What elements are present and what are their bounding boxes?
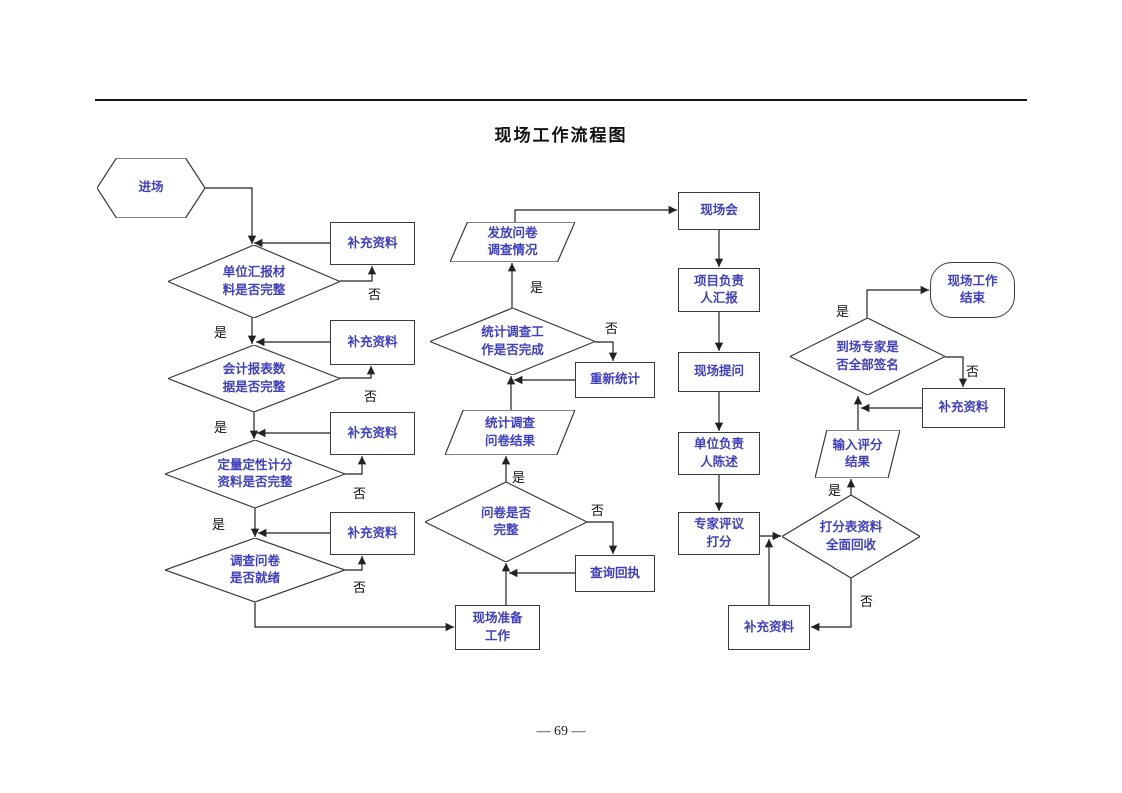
page-title: 现场工作流程图 [494, 126, 628, 145]
decision-unit-report-materials-complete: 单位汇报材 料是否完整 [168, 245, 340, 318]
decision-scoring-materials-complete: 定量定性计分 资料是否完整 [165, 440, 345, 508]
node-tally-questionnaire-results: 统计调查 问卷结果 [445, 410, 575, 455]
parallelogram-shape [815, 430, 900, 478]
edge-label-no: 否 [605, 321, 619, 336]
node-label: 现场工作 结束 [947, 273, 998, 306]
node-label: 补充资料 [347, 235, 398, 250]
decision-questionnaire-complete: 问卷是否 完整 [425, 482, 587, 562]
decision-score-sheets-collected: 打分表资料 全面回收 [782, 495, 920, 578]
node-site-questions: 现场提问 [678, 352, 760, 392]
node-supplement-materials-6: 补充资料 [922, 388, 1005, 428]
edge-label-no: 否 [364, 389, 378, 404]
node-site-preparation: 现场准备 工作 [455, 605, 540, 650]
node-label: 补充资料 [347, 425, 398, 440]
node-recount: 重新统计 [575, 362, 655, 398]
header-rule [95, 99, 1027, 101]
node-label: 单位汇报材 料是否完整 [222, 265, 286, 297]
diamond-shape [168, 345, 340, 412]
edge-label-no: 否 [353, 486, 367, 501]
edge-label-yes: 是 [828, 483, 842, 498]
edge-label-yes: 是 [214, 325, 228, 340]
diamond-shape [430, 308, 595, 375]
edge-label-no: 否 [353, 580, 367, 595]
diamond-shape [168, 245, 340, 318]
edge-label-no: 否 [966, 364, 980, 379]
node-expert-review-scoring: 专家评议 打分 [678, 512, 760, 555]
node-label: 现场提问 [693, 364, 744, 379]
node-label: 查询回执 [589, 565, 640, 580]
node-distribute-questionnaire-status: 发放问卷 调查情况 [450, 222, 575, 262]
node-unit-leader-statement: 单位负责 人陈述 [678, 432, 760, 475]
node-query-receipt: 查询回执 [575, 555, 655, 592]
diamond-shape [425, 482, 587, 562]
node-label: 项目负责 人汇报 [693, 273, 744, 306]
page-number: — 69 — [536, 724, 586, 739]
node-enter-site: 进场 [97, 158, 205, 218]
diamond-shape [782, 495, 920, 578]
node-label: 补充资料 [347, 334, 398, 349]
node-input-score-results: 输入评分 结果 [815, 430, 900, 478]
node-site-meeting: 现场会 [678, 192, 760, 230]
edge-label-yes: 是 [512, 470, 526, 485]
edge-label-yes: 是 [530, 280, 544, 295]
edge-label-no: 否 [368, 287, 382, 302]
diamond-shape [165, 538, 345, 602]
decision-questionnaire-ready: 调查问卷 是否就绪 [165, 538, 345, 602]
node-label: 调查问卷 是否就绪 [229, 553, 280, 586]
node-label: 现场准备 工作 [472, 611, 523, 643]
node-site-work-end: 现场工作 结束 [930, 262, 1015, 318]
edge-label-yes: 是 [836, 304, 850, 319]
node-supplement-materials-3: 补充资料 [330, 412, 415, 455]
decision-accounting-data-complete: 会计报表数 据是否完整 [168, 345, 340, 412]
node-label: 补充资料 [938, 400, 989, 415]
hexagon-shape [97, 158, 205, 218]
node-label: 输入评分 结果 [832, 437, 883, 470]
node-label: 补充资料 [347, 525, 398, 540]
edge-label-yes: 是 [214, 420, 228, 435]
node-label: 到场专家是 否全部签名 [836, 340, 899, 372]
node-label: 统计调查 问卷结果 [484, 416, 535, 448]
node-label: 发放问卷 调查情况 [487, 225, 538, 258]
decision-experts-all-signed: 到场专家是 否全部签名 [790, 318, 945, 395]
edge-label-no: 否 [591, 503, 605, 518]
decision-survey-work-done: 统计调查工 作是否完成 [430, 308, 595, 375]
node-label: 单位负责 人陈述 [693, 437, 744, 469]
node-label: 补充资料 [743, 619, 794, 634]
node-label: 重新统计 [589, 372, 640, 387]
node-project-leader-report: 项目负责 人汇报 [678, 268, 760, 312]
node-label: 进场 [138, 180, 164, 195]
edge-label-yes: 是 [212, 517, 226, 532]
node-label: 打分表资料 全面回收 [819, 520, 883, 552]
node-label: 定量定性计分 资料是否完整 [217, 457, 293, 490]
parallelogram-shape [450, 222, 575, 262]
node-label: 专家评议 打分 [693, 517, 744, 549]
node-label: 现场会 [700, 203, 738, 218]
edge-label-no: 否 [860, 594, 874, 609]
node-label: 问卷是否 完整 [480, 505, 531, 538]
node-supplement-materials-1: 补充资料 [330, 222, 415, 265]
node-supplement-materials-5: 补充资料 [728, 605, 810, 650]
diamond-shape [165, 440, 345, 508]
node-label: 统计调查工 作是否完成 [481, 325, 544, 357]
diamond-shape [790, 318, 945, 395]
node-supplement-materials-2: 补充资料 [330, 320, 415, 365]
node-supplement-materials-4: 补充资料 [330, 512, 415, 555]
parallelogram-shape [445, 410, 575, 455]
node-label: 会计报表数 据是否完整 [222, 362, 286, 394]
